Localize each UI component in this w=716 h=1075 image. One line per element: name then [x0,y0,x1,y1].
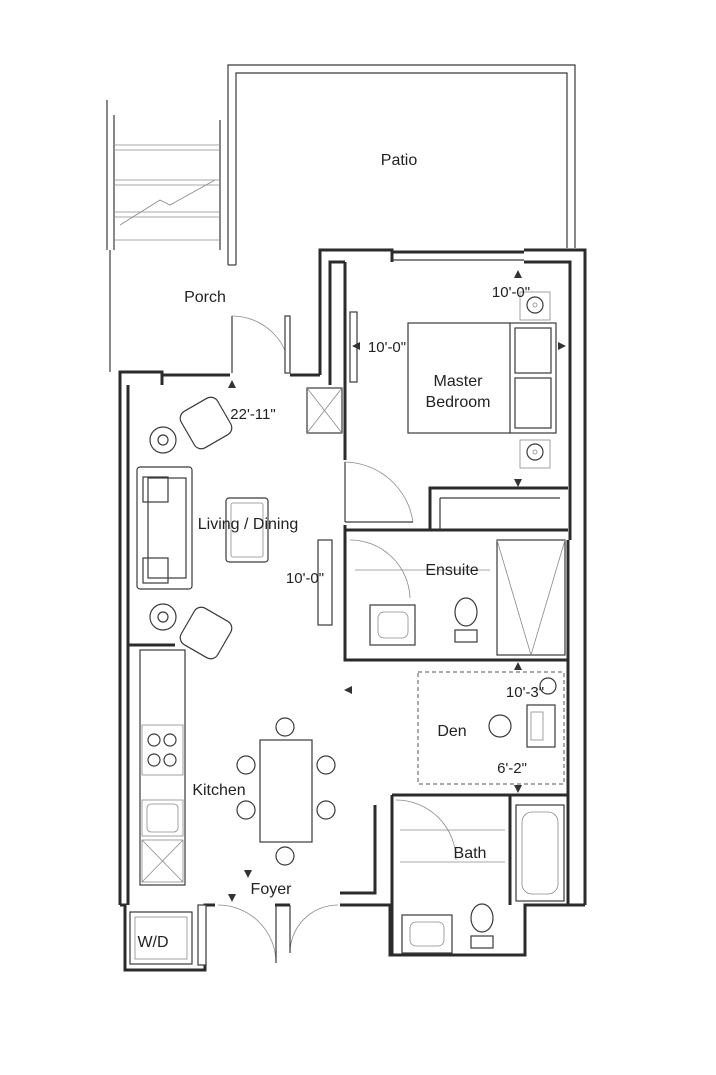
foyer-label: Foyer [251,881,293,898]
armchairs [149,396,233,660]
bath-label: Bath [454,845,487,862]
shaft [306,387,343,434]
ensuite-fixtures [355,539,566,656]
den [417,671,565,785]
bed [349,291,557,469]
washer-dryer [129,911,193,965]
kitchen-counter [139,649,186,886]
dining-table [236,717,336,866]
coffee-table [225,497,269,563]
ensuite-label: Ensuite [425,562,478,579]
living-dining-label: Living / Dining [198,516,299,533]
patio-label: Patio [381,152,418,169]
bath-fixtures [400,804,565,954]
living-width-dim: 10'-0" [286,570,324,587]
living-length-dim: 22'-11" [230,406,275,423]
sofa [136,466,193,590]
porch-label: Porch [184,289,226,306]
patio-stairs [106,100,221,250]
washer-dryer-inner [134,916,188,960]
master-width-dim: 10'-0" [492,284,530,301]
master-bedroom-label-line1: Master [434,373,484,390]
den-length-dim: 10'-3" [506,684,544,701]
kitchen-label: Kitchen [192,782,245,799]
den-label: Den [437,723,466,740]
living-window [317,539,333,626]
doors [197,315,457,966]
washer-dryer-label: W/D [137,934,168,951]
den-width-dim: 6'-2" [497,760,527,777]
exterior-walls [118,248,587,972]
patio-railing [227,64,576,266]
master-depth-dim: 10'-0" [368,339,406,356]
dimension-arrows [228,270,566,902]
interior-walls [128,262,568,955]
master-bedroom-label-line2: Bedroom [426,394,491,411]
